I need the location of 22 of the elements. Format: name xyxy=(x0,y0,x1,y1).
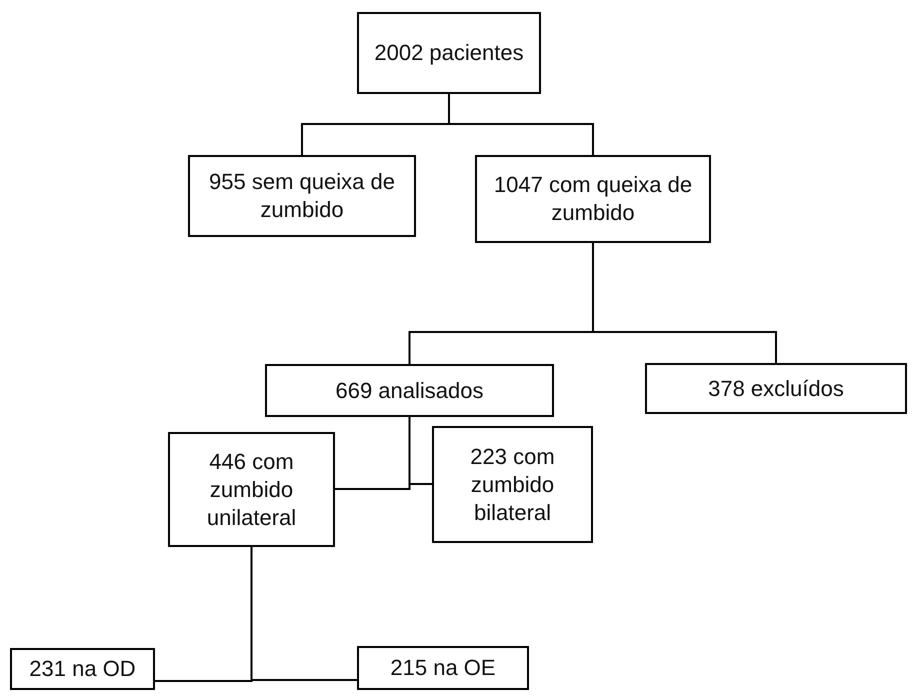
connector-line xyxy=(250,547,357,681)
box-text: 231 na OD xyxy=(29,655,136,683)
process-box xyxy=(188,155,416,237)
connector-line xyxy=(592,243,777,363)
box-text: 215 na OE xyxy=(390,654,496,682)
process-box xyxy=(645,363,907,414)
process-box xyxy=(357,646,529,690)
process-box xyxy=(10,648,155,690)
process-box xyxy=(475,155,711,243)
box-text: 446 com zumbido unilateral xyxy=(206,448,298,532)
box-text: 955 sem queixa de zumbido xyxy=(208,168,396,224)
box-text: 669 analisados xyxy=(335,376,484,404)
process-box xyxy=(357,12,541,94)
connector-line xyxy=(448,94,594,155)
box-text: 1047 com queixa de zumbido xyxy=(492,171,694,227)
process-box xyxy=(432,426,593,543)
box-text: 223 com zumbido bilateral xyxy=(469,442,556,526)
process-box xyxy=(265,364,554,417)
box-text: 378 excluídos xyxy=(708,374,844,402)
box-text: 2002 pacientes xyxy=(374,39,524,67)
connector-line xyxy=(408,417,432,485)
process-box xyxy=(168,432,335,547)
